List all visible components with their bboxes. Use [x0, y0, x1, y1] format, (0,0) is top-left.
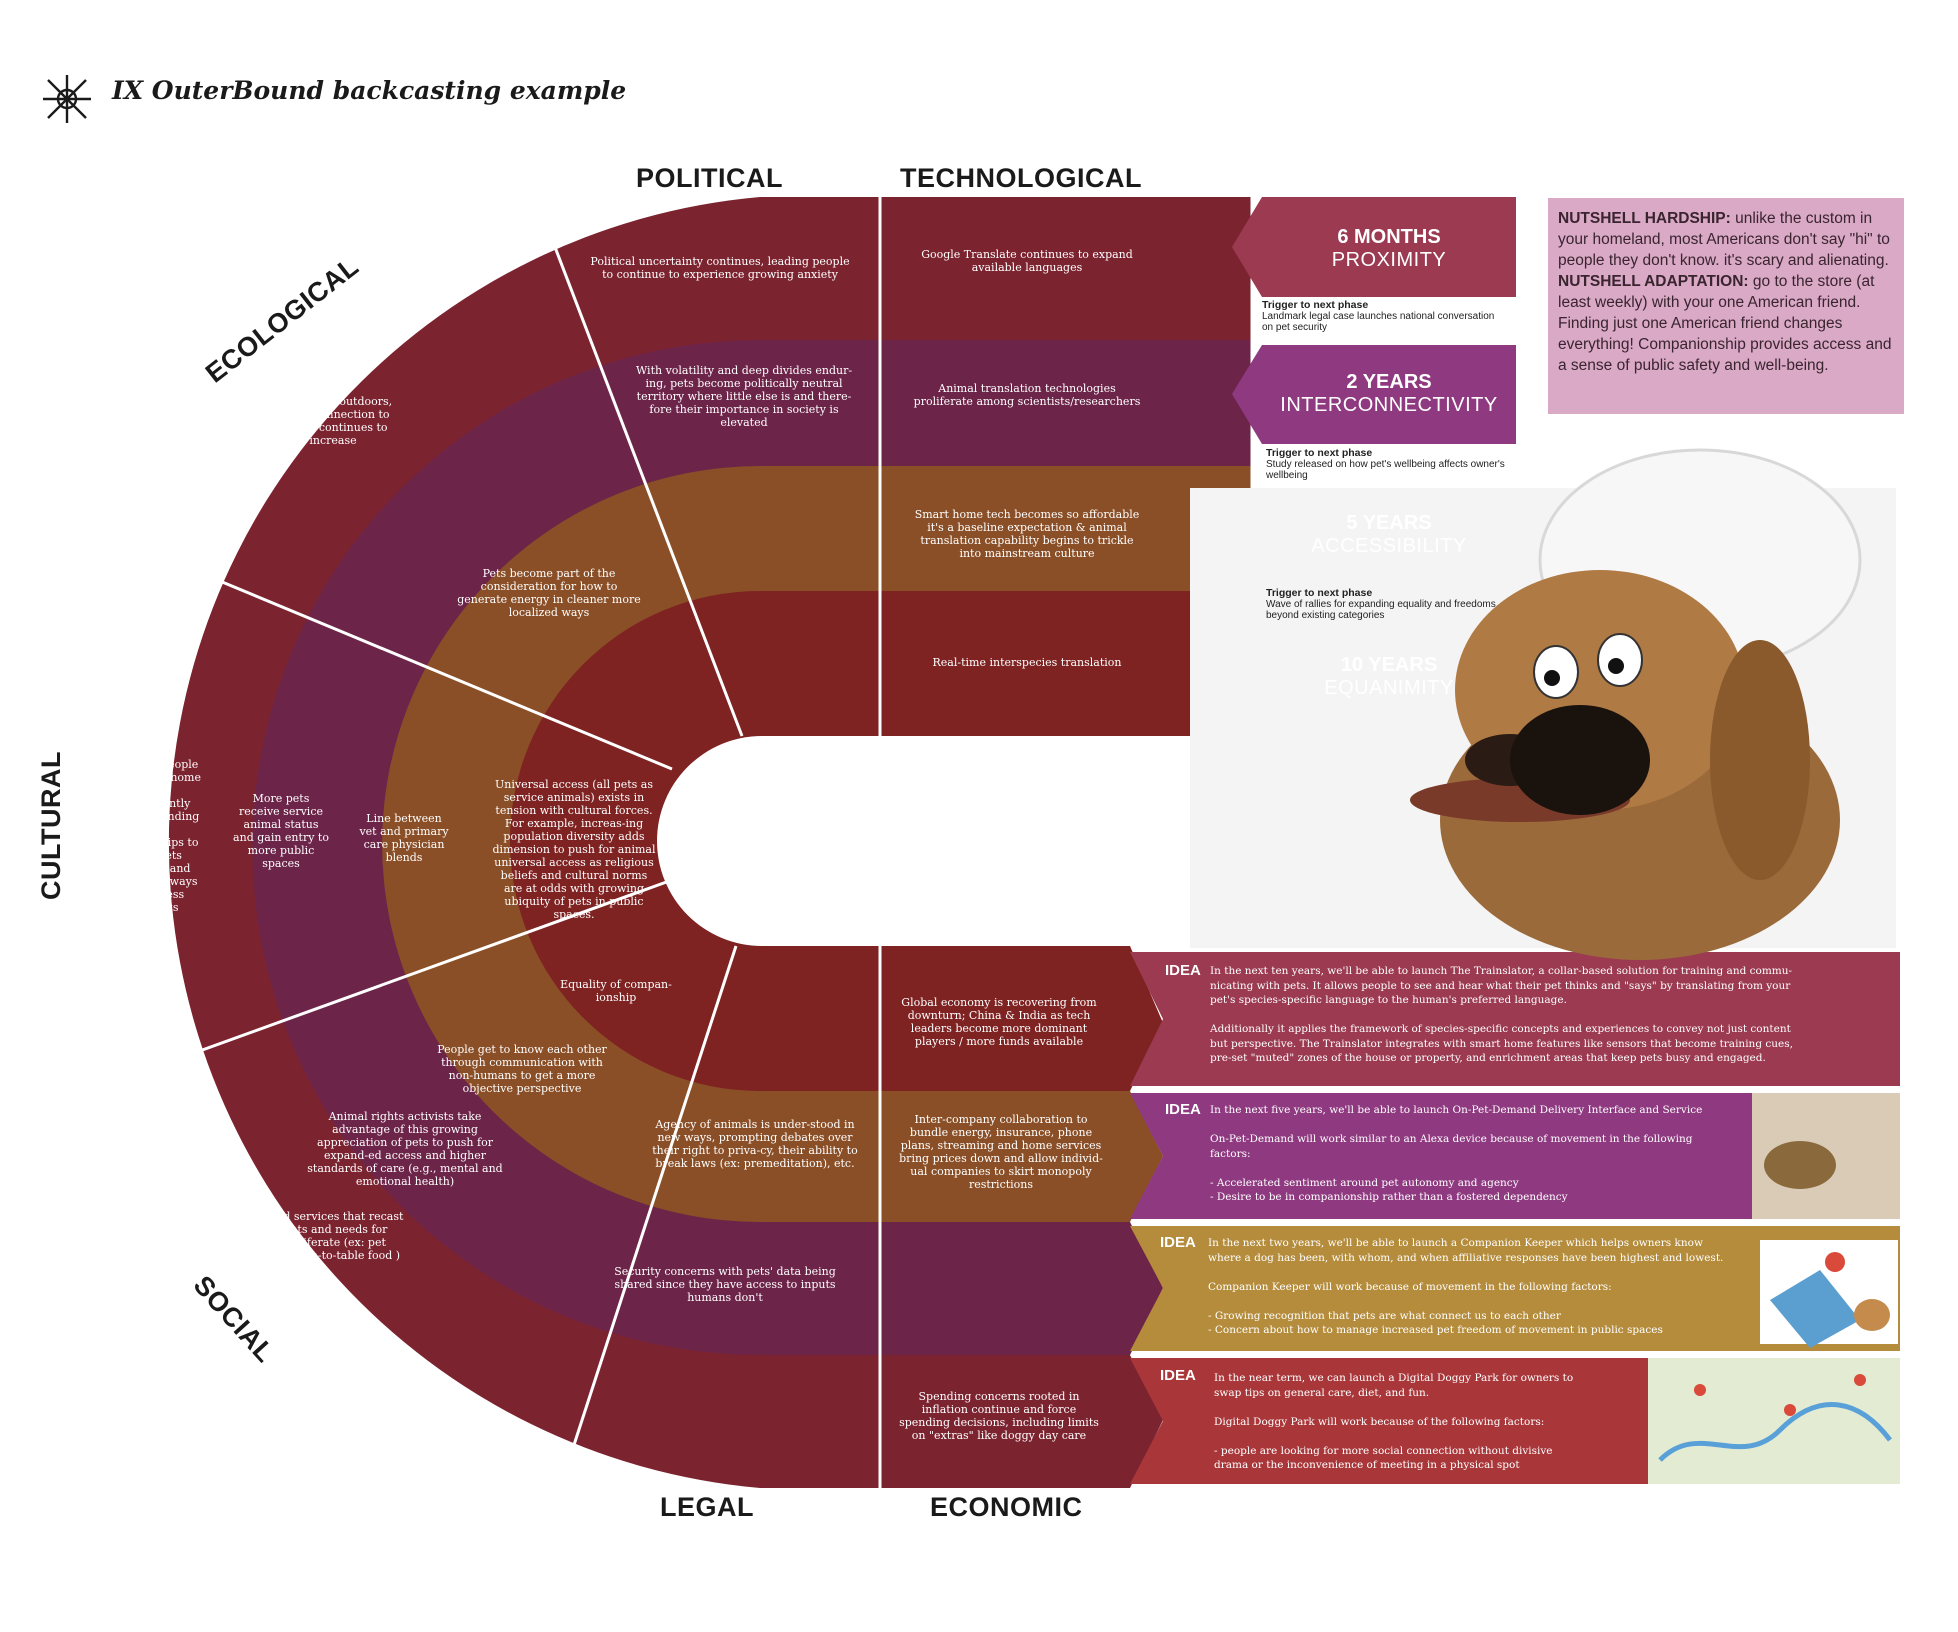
label-legal: LEGAL: [660, 1492, 754, 1522]
seg-econ-1: Global economy is recovering from downtu…: [901, 996, 1097, 1048]
phase-1-name: PROXIMITY: [1331, 249, 1447, 271]
seg-econ-4: Spending concerns rooted in inflation co…: [899, 1390, 1099, 1442]
idea-1-tag: IDEA: [1165, 962, 1201, 979]
label-political: POLITICAL: [636, 163, 783, 193]
dog-illustration: [1190, 448, 1896, 960]
idea-2-tag: IDEA: [1165, 1101, 1201, 1118]
seg-cultural-ring4: Universal access (all pets as service an…: [492, 778, 656, 921]
econ-band-3: [880, 1222, 1163, 1355]
phase-4-time: 10 YEARS: [1340, 654, 1438, 676]
seg-political-ring2: With volatility and deep divides endur-i…: [635, 364, 853, 429]
ix-logo-icon: [38, 70, 96, 132]
idea-1-text: In the next ten years, we'll be able to …: [1210, 965, 1793, 1064]
seg-legal-ring3: Agency of animals is under-stood in new …: [652, 1118, 858, 1170]
idea-panel-1: [1130, 952, 1900, 1086]
phase-2: 2 YEARS INTERCONNECTIVITY: [1262, 371, 1516, 417]
seg-social-ring4: Equality of compan-ionship: [560, 978, 672, 1004]
phase-3: 5 YEARS ACCESSIBILITY: [1262, 512, 1516, 558]
tech-band-1: [880, 197, 1252, 340]
phase-2-name: INTERCONNECTIVITY: [1280, 394, 1498, 416]
phase-3-time: 5 YEARS: [1346, 512, 1432, 534]
trigger-3: Trigger to next phase Wave of rallies fo…: [1266, 587, 1506, 622]
econ-band-1: [880, 946, 1163, 1091]
label-cultural: CULTURAL: [36, 751, 66, 900]
idea-panel-2: [1130, 1093, 1900, 1219]
trigger-1: Trigger to next phase Landmark legal cas…: [1262, 299, 1502, 334]
phase-1-time: 6 MONTHS: [1337, 226, 1441, 248]
nutshell-hardship-text: unlike the custom in your homeland, most…: [1558, 210, 1890, 269]
seg-tech-2: Animal translation technologies prolifer…: [913, 382, 1141, 408]
seg-ecological-ring3: Pets become part of the consideration fo…: [457, 567, 641, 619]
phase-2-time: 2 YEARS: [1346, 371, 1432, 393]
idea-panel-3: [1130, 1226, 1900, 1351]
phase-3-name: ACCESSIBILITY: [1311, 535, 1467, 557]
econ-band-2: [880, 1091, 1163, 1222]
page-title: IX OuterBound backcasting example: [112, 76, 627, 105]
phase-4: 10 YEARS EQUANIMITY: [1262, 654, 1516, 700]
idea-3-tag: IDEA: [1160, 1234, 1196, 1251]
seg-political-outer: Political uncertainty continues, leading…: [590, 255, 850, 281]
seg-cultural-ring3: Line between vet and primary care physic…: [359, 812, 449, 864]
center-hole: [657, 736, 1190, 946]
econ-band-4: [880, 1355, 1163, 1488]
seg-cultural-outer: As more people work from home more perma…: [109, 758, 201, 914]
idea-2-text: In the next five years, we'll be able to…: [1210, 1104, 1703, 1203]
idea-4-text: In the near term, we can launch a Digita…: [1214, 1372, 1574, 1471]
seg-tech-4: Real-time interspecies translation: [932, 656, 1122, 669]
econ-bands: [880, 946, 1163, 1488]
seg-ecological-outer: Time spent outdoors, closer connection t…: [273, 395, 393, 447]
phase-1: 6 MONTHS PROXIMITY: [1262, 226, 1516, 272]
idea-thumbnails: [1648, 1093, 1900, 1484]
trigger-2: Trigger to next phase Study released on …: [1266, 447, 1506, 482]
seg-legal-ring2: Security concerns with pets' data being …: [614, 1265, 836, 1304]
trigger-3-label: Trigger to next phase: [1266, 587, 1373, 599]
seg-cultural-ring2: More pets receive service animal status …: [233, 792, 329, 870]
seg-tech-1: Google Translate continues to expand ava…: [921, 248, 1133, 274]
idea-3-text: In the next two years, we'll be able to …: [1208, 1237, 1724, 1336]
trigger-1-label: Trigger to next phase: [1262, 299, 1369, 311]
seg-social-ring3: People get to know each other through co…: [437, 1043, 607, 1095]
nutshell-adaptation-text: go to the store (at least weekly) with y…: [1558, 273, 1892, 374]
seg-econ-2: Inter-company collaboration to bundle en…: [899, 1113, 1103, 1191]
nutshell-box: NUTSHELL HARDSHIP: unlike the custom in …: [1548, 198, 1904, 414]
nutshell-hardship-label: NUTSHELL HARDSHIP:: [1558, 210, 1731, 227]
idea-4-tag: IDEA: [1160, 1367, 1196, 1384]
phase-chevron-2: [1232, 345, 1516, 444]
seg-tech-3: Smart home tech becomes so affordable it…: [914, 508, 1140, 560]
ring-bands: [168, 197, 1190, 1488]
phase-chevron-1: [1232, 197, 1516, 297]
tech-bands: [880, 197, 1252, 736]
phase-4-name: EQUANIMITY: [1324, 677, 1454, 699]
trigger-2-text: Study released on how pet's wellbeing af…: [1266, 459, 1505, 481]
label-economic: ECONOMIC: [930, 1492, 1083, 1522]
nutshell-adaptation-label: NUTSHELL ADAPTATION:: [1558, 273, 1749, 290]
seg-social-ring2: Animal rights activists take advantage o…: [307, 1110, 503, 1188]
trigger-2-label: Trigger to next phase: [1266, 447, 1373, 459]
trigger-1-text: Landmark legal case launches national co…: [1262, 311, 1495, 333]
separators: [124, 197, 1254, 1489]
trigger-3-text: Wave of rallies for expanding equality a…: [1266, 599, 1496, 621]
label-technological: TECHNOLOGICAL: [900, 163, 1142, 193]
tech-band-2: [880, 340, 1252, 466]
seg-social-outer: Products and services that recast human …: [216, 1210, 404, 1262]
